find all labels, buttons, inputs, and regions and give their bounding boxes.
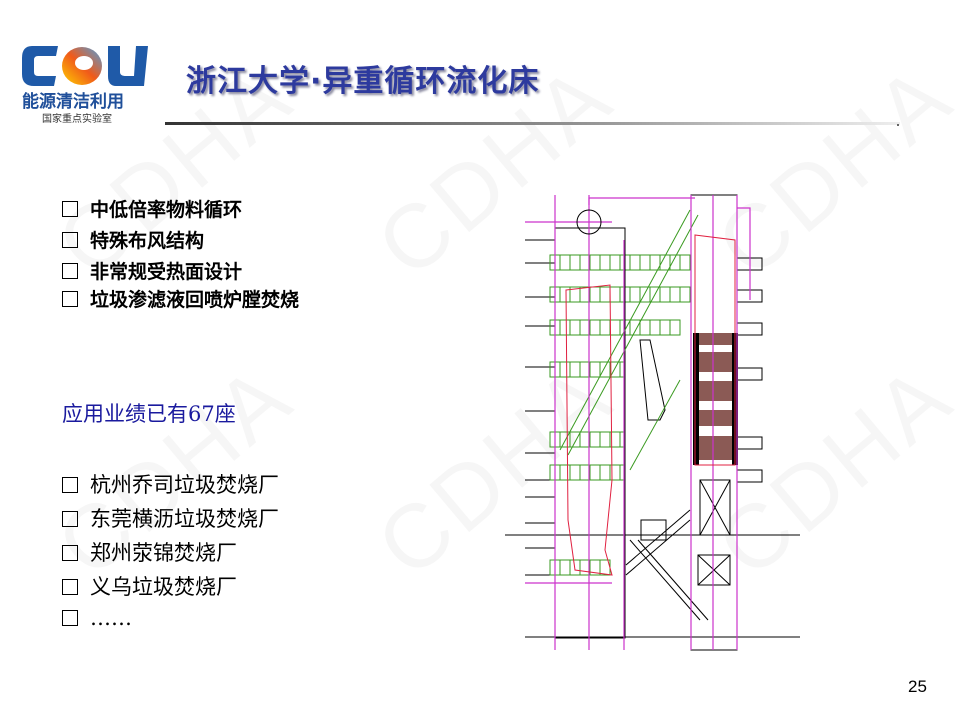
platform <box>736 469 763 483</box>
page-number: 25 <box>908 677 927 696</box>
refractory-block <box>699 410 732 426</box>
refractory-block <box>699 352 732 372</box>
ceu-logo <box>22 46 148 86</box>
checkbox-icon <box>62 610 78 626</box>
project-item: 杭州乔司垃圾焚烧厂 <box>62 469 279 499</box>
project-item: 义乌垃圾焚烧厂 <box>62 571 237 601</box>
project-item: 郑州荥锦焚烧厂 <box>62 537 237 567</box>
platform <box>736 322 763 336</box>
checkbox-icon <box>62 579 78 595</box>
boiler-elevation-drawing <box>505 194 800 651</box>
checkbox-icon <box>62 263 78 279</box>
platform <box>639 286 691 303</box>
feature-item: 非常规受热面设计 <box>62 257 242 284</box>
feature-item: 特殊布风结构 <box>62 226 204 253</box>
platform <box>549 286 641 303</box>
refractory-block <box>699 436 732 460</box>
checkbox-icon <box>62 477 78 493</box>
feature-item: 垃圾渗滤液回喷炉膛焚烧 <box>62 285 299 312</box>
performance-text: 应用业绩已有67座 <box>62 402 236 426</box>
platform <box>736 436 763 450</box>
feature-item: 中低倍率物料循环 <box>62 195 242 222</box>
checkbox-icon <box>62 232 78 248</box>
title-divider <box>165 122 900 125</box>
platform <box>549 431 626 448</box>
platform <box>639 254 691 271</box>
divider-dot <box>897 124 899 126</box>
project-item: …… <box>62 606 132 630</box>
refractory-block <box>699 333 732 345</box>
platform <box>549 464 626 481</box>
platform <box>549 254 641 271</box>
project-item: 东莞横沥垃圾焚烧厂 <box>62 503 279 533</box>
checkbox-icon <box>62 511 78 527</box>
refractory-block <box>699 381 732 401</box>
checkbox-icon <box>62 201 78 217</box>
logo-name: 能源清洁利用 <box>22 92 124 112</box>
logo-subtitle: 国家重点实验室 <box>42 114 112 125</box>
checkbox-icon <box>62 545 78 561</box>
checkbox-icon <box>62 291 78 307</box>
page-title: 浙江大学·异重循环流化床 <box>186 64 540 99</box>
platform <box>736 367 763 381</box>
